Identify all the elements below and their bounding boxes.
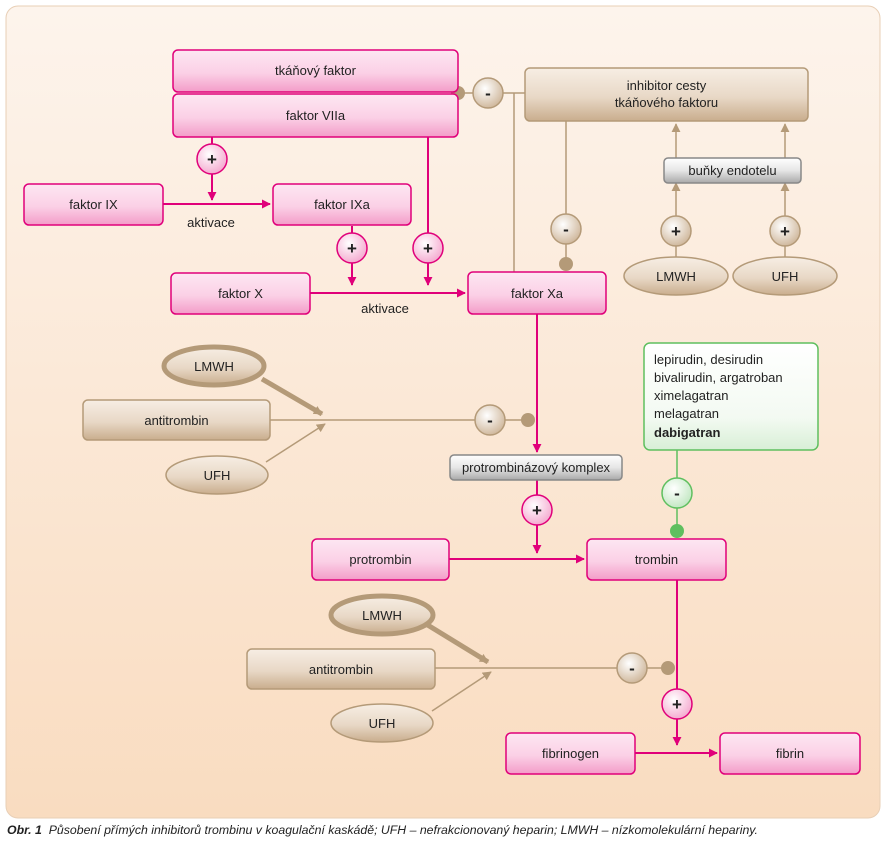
factor-viia-label: faktor VIIa: [286, 108, 346, 123]
node-lmwh-lower: LMWH: [328, 593, 436, 637]
svg-text:-: -: [674, 484, 680, 503]
node-lmwh-upper: LMWH: [161, 344, 267, 388]
lmwh-top-label: LMWH: [656, 269, 696, 284]
coagulation-cascade-diagram: tkáňový faktor faktor VIIa inhibitor ces…: [5, 5, 881, 819]
node-factor-x: faktor X: [170, 272, 311, 315]
figure-caption-label: Obr. 1: [7, 823, 42, 837]
plus-sign-tf-ix: +: [196, 143, 228, 175]
direct-inhibitor-3: ximelagatran: [654, 388, 728, 403]
node-fibrin: fibrin: [719, 732, 861, 775]
factor-xa-label: faktor Xa: [511, 286, 564, 301]
ufh-upper-label: UFH: [204, 468, 231, 483]
plus-sign-thrombin-fibrin: +: [661, 688, 693, 720]
fibrinogen-label: fibrinogen: [542, 746, 599, 761]
tfpi-label-line1: inhibitor cesty: [627, 78, 707, 93]
node-lmwh-top: LMWH: [623, 256, 729, 296]
endothelial-cells-label: buňky endotelu: [688, 163, 776, 178]
plus-sign-viia-x: +: [412, 232, 444, 264]
thrombin-label: trombin: [635, 552, 678, 567]
factor-ixa-label: faktor IXa: [314, 197, 370, 212]
svg-text:-: -: [563, 220, 569, 239]
plus-sign-ixa-x: +: [336, 232, 368, 264]
node-thrombin: trombin: [586, 538, 727, 581]
svg-text:+: +: [671, 222, 681, 241]
minus-sign-tfpi-viia: -: [472, 77, 504, 109]
minus-sign-direct-thrombin: -: [661, 477, 693, 509]
node-ufh-lower: UFH: [330, 703, 434, 743]
figure-caption: Obr. 1 Působení přímých inhibitorů tromb…: [7, 823, 882, 837]
factor-ix-label: faktor IX: [69, 197, 118, 212]
figure-caption-text: Působení přímých inhibitorů trombinu v k…: [48, 823, 758, 837]
activation-label-2: aktivace: [361, 301, 409, 316]
tissue-factor-label: tkáňový faktor: [275, 63, 357, 78]
tfpi-label-line2: tkáňového faktoru: [615, 95, 718, 110]
svg-text:+: +: [672, 695, 682, 714]
svg-text:+: +: [347, 239, 357, 258]
node-ufh-upper: UFH: [165, 455, 269, 495]
node-antithrombin-upper: antitrombin: [82, 399, 271, 441]
inhibition-dot-tfpi-xa: [559, 257, 573, 271]
diagram-background: [5, 5, 881, 819]
node-antithrombin-lower: antitrombin: [246, 648, 436, 690]
minus-sign-antithrombin-thrombin: -: [616, 652, 648, 684]
node-tissue-factor: tkáňový faktor: [172, 49, 459, 93]
ufh-lower-label: UFH: [369, 716, 396, 731]
svg-text:+: +: [532, 501, 542, 520]
lmwh-upper-label: LMWH: [194, 359, 234, 374]
plus-sign-ufh-endothelium: +: [769, 215, 801, 247]
node-factor-ix: faktor IX: [23, 183, 164, 226]
svg-text:-: -: [629, 659, 635, 678]
node-factor-viia: faktor VIIa: [172, 93, 459, 138]
ufh-top-label: UFH: [772, 269, 799, 284]
prothrombin-label: protrombin: [349, 552, 411, 567]
node-factor-xa: faktor Xa: [467, 271, 607, 315]
prothrombinase-label: protrombinázový komplex: [462, 460, 611, 475]
node-factor-ixa: faktor IXa: [272, 183, 412, 226]
svg-text:+: +: [423, 239, 433, 258]
inhibition-dot-at-thrombin: [661, 661, 675, 675]
fibrin-label: fibrin: [776, 746, 804, 761]
minus-sign-tfpi-xa: -: [550, 213, 582, 245]
lmwh-lower-label: LMWH: [362, 608, 402, 623]
factor-x-label: faktor X: [218, 286, 263, 301]
node-prothrombinase-complex: protrombinázový komplex: [449, 454, 623, 481]
svg-text:+: +: [780, 222, 790, 241]
inhibition-dot-at-xa: [521, 413, 535, 427]
node-prothrombin: protrombin: [311, 538, 450, 581]
svg-text:-: -: [485, 84, 491, 103]
direct-inhibitor-1: lepirudin, desirudin: [654, 352, 763, 367]
direct-inhibitor-4: melagatran: [654, 406, 719, 421]
node-tfpi: inhibitor cesty tkáňového faktoru: [524, 67, 809, 122]
plus-sign-prothrombinase: +: [521, 494, 553, 526]
node-ufh-top: UFH: [732, 256, 838, 296]
minus-sign-antithrombin-xa: -: [474, 404, 506, 436]
activation-label-1: aktivace: [187, 215, 235, 230]
plus-sign-lmwh-endothelium: +: [660, 215, 692, 247]
node-direct-thrombin-inhibitors: lepirudin, desirudin bivalirudin, argatr…: [643, 342, 819, 451]
inhibition-dot-direct-thrombin: [670, 524, 684, 538]
antithrombin-upper-label: antitrombin: [144, 413, 208, 428]
direct-inhibitor-2: bivalirudin, argatroban: [654, 370, 783, 385]
antithrombin-lower-label: antitrombin: [309, 662, 373, 677]
svg-text:+: +: [207, 150, 217, 169]
direct-inhibitor-5: dabigatran: [654, 425, 721, 440]
svg-text:-: -: [487, 411, 493, 430]
node-endothelial-cells: buňky endotelu: [663, 157, 802, 184]
node-fibrinogen: fibrinogen: [505, 732, 636, 775]
